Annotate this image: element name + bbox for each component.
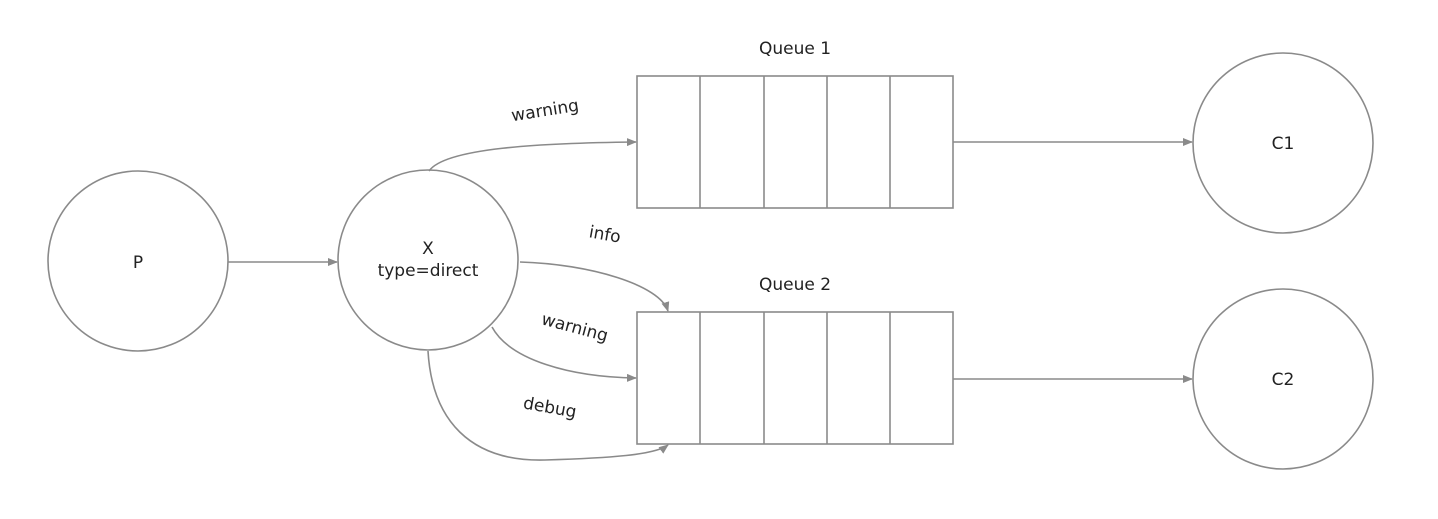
edge-x-q2-debug xyxy=(427,350,669,461)
edge-x-q1-warning xyxy=(428,138,637,172)
edge-label-q1-warning: warning xyxy=(510,96,580,126)
edge-x-q2-warning xyxy=(491,326,637,382)
edge-label-q2-debug: debug xyxy=(522,393,578,422)
consumer-1-label: C1 xyxy=(1272,134,1295,154)
queue-1 xyxy=(636,75,954,209)
queue-2 xyxy=(636,311,954,445)
exchange-label: X xyxy=(422,239,434,259)
exchange-type-label: type=direct xyxy=(378,261,479,281)
edge-label-q2-info: info xyxy=(587,222,622,247)
edge-x-q2-info xyxy=(519,261,670,312)
edge-label-q2-warning: warning xyxy=(539,309,610,346)
consumer-2-node xyxy=(1192,288,1374,470)
consumer-1-node xyxy=(1192,52,1374,234)
queue-2-label: Queue 2 xyxy=(759,275,831,295)
queue-1-label: Queue 1 xyxy=(759,39,831,59)
exchange-node xyxy=(337,169,519,351)
producer-node xyxy=(47,170,229,352)
producer-label: P xyxy=(133,253,143,273)
consumer-2-label: C2 xyxy=(1272,370,1295,390)
